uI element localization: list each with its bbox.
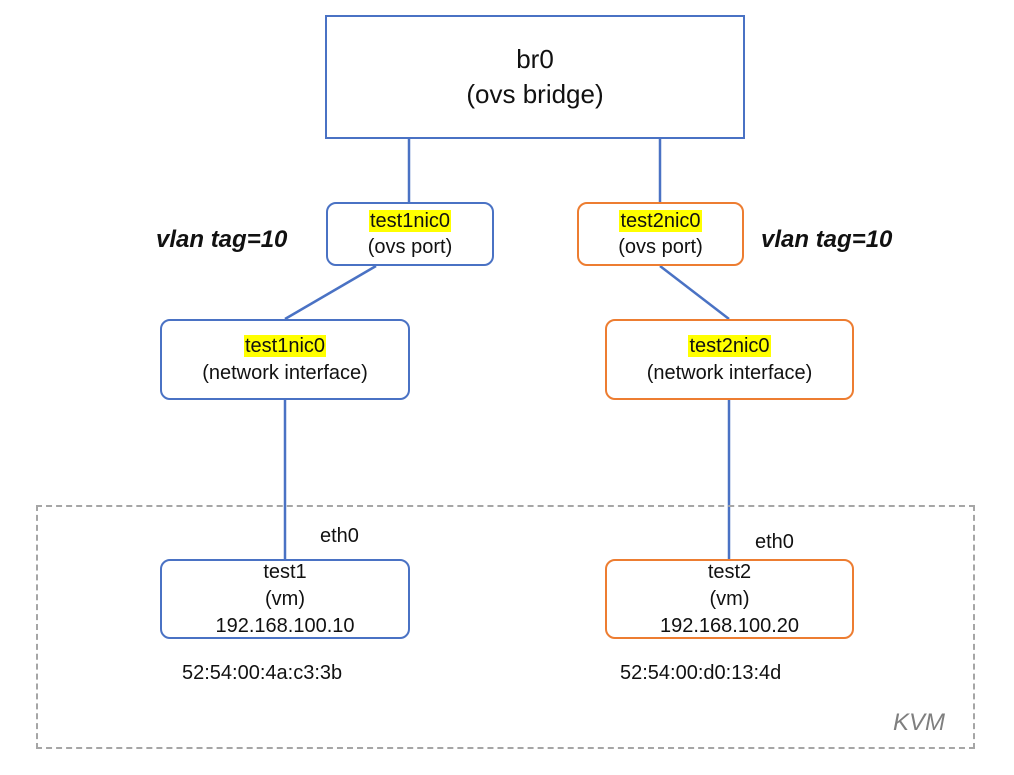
network-interface-box-test2: test2nic0 (network interface) (605, 319, 854, 400)
vm-ip-address: 192.168.100.20 (659, 614, 800, 637)
port-name: test1nic0 (368, 210, 452, 232)
port-name: test2nic0 (619, 210, 702, 232)
ovs-port-box-test2: test2nic0 (ovs port) (577, 202, 744, 266)
network-interface-box-test1: test1nic0 (network interface) (160, 319, 410, 400)
bridge-type: (ovs bridge) (466, 79, 604, 109)
port1-to-nic1-connector (284, 264, 377, 321)
nic-name: test1nic0 (243, 334, 327, 357)
vm-mac-address-test1: 52:54:00:4a:c3:3b (182, 662, 343, 684)
vm-mac-address-test2: 52:54:00:d0:13:4d (620, 662, 782, 684)
vm-type: (vm) (709, 587, 750, 610)
kvm-host-frame (36, 505, 975, 749)
nic-type: (network interface) (646, 361, 813, 384)
vm-box-test2: test2 (vm) 192.168.100.20 (605, 559, 854, 639)
vm-interface-label-test1: eth0 (320, 525, 359, 547)
nic-type: (network interface) (202, 361, 368, 384)
port-type: (ovs port) (618, 236, 703, 258)
vlan-tag-label-test2: vlan tag=10 (761, 226, 893, 253)
bridge-name: br0 (516, 43, 554, 74)
ovs-bridge-box: br0 (ovs bridge) (325, 15, 745, 139)
vm-ip-address: 192.168.100.10 (215, 614, 355, 637)
kvm-host-label: KVM (893, 709, 946, 736)
vm-name: test2 (707, 560, 752, 583)
vm-box-test1: test1 (vm) 192.168.100.10 (160, 559, 410, 639)
port-type: (ovs port) (367, 236, 453, 258)
vm-name: test1 (263, 560, 307, 583)
nic-name: test2nic0 (688, 334, 771, 357)
vm-type: (vm) (265, 587, 305, 610)
vlan-tag-label-test1: vlan tag=10 (156, 226, 288, 253)
ovs-port-box-test1: test1nic0 (ovs port) (326, 202, 494, 266)
vm-interface-label-test2: eth0 (755, 531, 794, 553)
port2-to-nic2-connector (659, 265, 730, 320)
